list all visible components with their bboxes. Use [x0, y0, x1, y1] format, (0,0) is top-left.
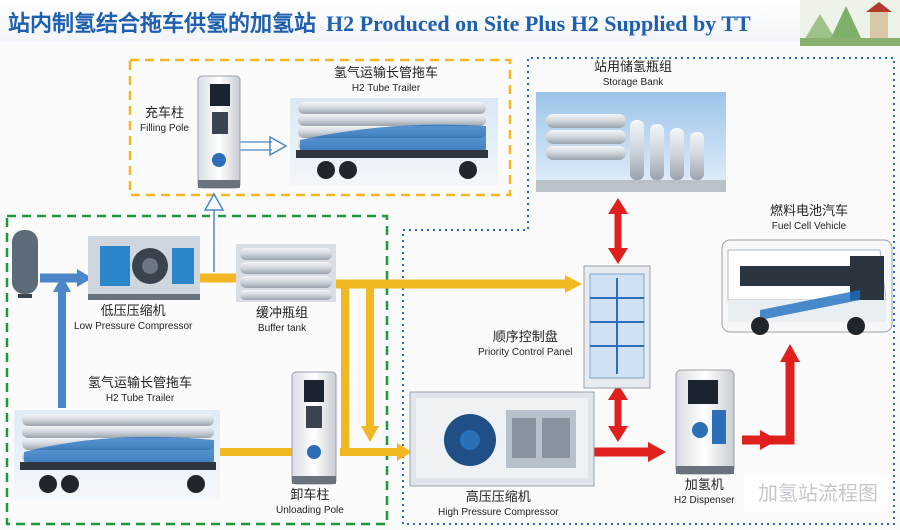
arrow-down-to-hp — [608, 426, 628, 442]
filling-pole-image — [197, 75, 241, 189]
arrow-trailer-up — [53, 276, 71, 292]
high-pressure-compressor-image — [409, 391, 595, 487]
h2-dispenser-image — [675, 369, 735, 475]
tube-trailer-top-image — [290, 98, 498, 186]
arrow-filling-to-trailer — [269, 135, 288, 157]
high-pressure-lines — [594, 198, 800, 462]
arrow-dispenser-feed — [760, 430, 778, 450]
low-pressure-compressor-image — [88, 236, 200, 300]
station-boundary — [402, 57, 895, 525]
fuel-cell-vehicle-image — [721, 239, 893, 335]
title-en: H2 Produced on Site Plus H2 Supplied by … — [326, 11, 751, 36]
watermark: 加氢站流程图 — [744, 476, 892, 510]
tube-trailer-bottom-image — [14, 410, 220, 500]
arrow-branch-down — [361, 426, 379, 442]
flow-line-dispenser-to-vehicle — [742, 360, 795, 445]
arrow-to-low-pressure-compressor — [77, 269, 92, 287]
arrow-down-to-panel — [608, 248, 628, 264]
arrow-up-to-storage — [608, 198, 628, 214]
arrow-to-dispenser — [648, 442, 666, 462]
trailer-filling-boundary — [128, 58, 512, 197]
arrow-to-filling-pole — [203, 192, 225, 211]
title-bar: 站内制氢结合拖车供氢的加氢站 H2 Produced on Site Plus H… — [0, 0, 900, 42]
corner-decoration — [800, 0, 900, 46]
arrow-to-vehicle — [780, 344, 800, 362]
storage-bank-image — [536, 92, 726, 192]
title-zh: 站内制氢结合拖车供氢的加氢站 — [8, 12, 317, 37]
source-tank-image — [12, 230, 38, 298]
feed-lines — [40, 135, 288, 408]
unloading-pole-image — [291, 371, 337, 485]
arrow-to-high-pressure-compressor — [397, 443, 412, 461]
onsite-production-boundary — [5, 214, 389, 526]
page-title: 站内制氢结合拖车供氢的加氢站 H2 Produced on Site Plus H… — [8, 6, 751, 38]
arrow-to-control-panel — [565, 275, 582, 293]
low-pressure-lines — [198, 273, 582, 461]
arrow-up-to-panel — [608, 384, 628, 400]
priority-control-panel-image — [583, 265, 651, 389]
buffer-tank-image — [236, 244, 336, 302]
